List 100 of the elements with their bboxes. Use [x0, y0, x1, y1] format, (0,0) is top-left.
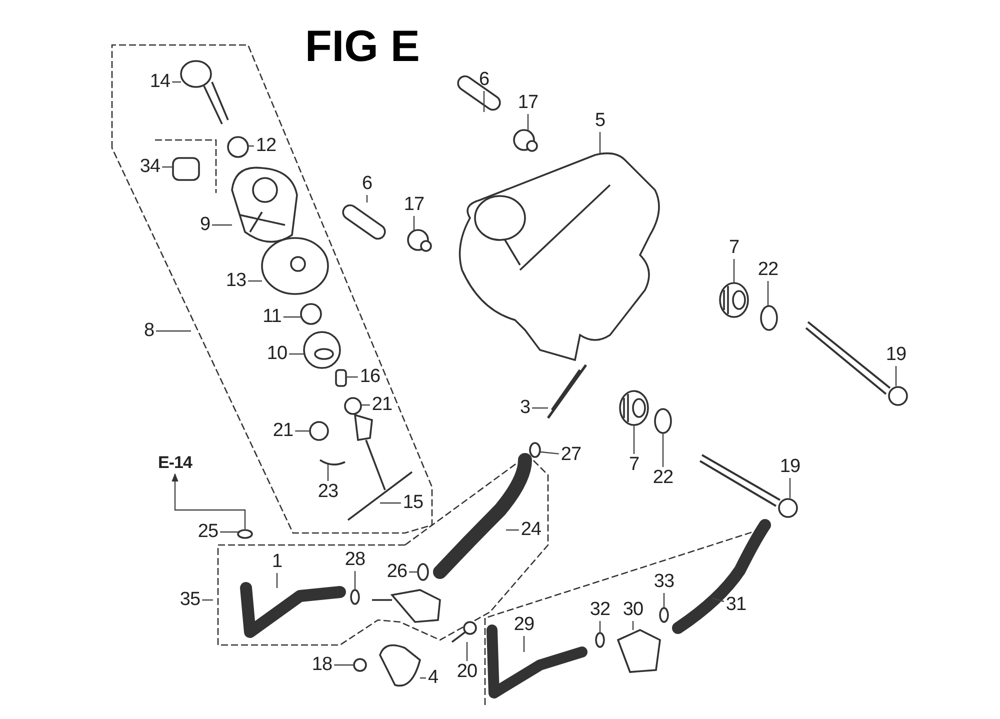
callout-number: 32 [590, 600, 610, 620]
fuel-valve-drawing [616, 629, 661, 673]
callout-number: 4 [428, 668, 438, 688]
leader-line [506, 529, 519, 531]
callout-number: 30 [622, 600, 644, 620]
leader-line [289, 353, 304, 355]
callout-number: 1 [272, 552, 282, 572]
leader-line [276, 573, 278, 588]
callout-number: 24 [520, 520, 542, 540]
spring-drawing [335, 369, 347, 387]
grommet-drawing [719, 282, 749, 318]
fuel-tank-drawing [458, 152, 660, 361]
grommet-drawing [513, 129, 538, 152]
hose-drawing [672, 519, 771, 634]
callout-number: 18 [312, 655, 332, 675]
leader-line [633, 425, 635, 454]
washer-drawing [309, 421, 329, 441]
washer-drawing [227, 136, 249, 158]
leader-line [409, 571, 418, 573]
leader-line [354, 571, 356, 590]
callout-number: 21 [272, 421, 294, 441]
clip-drawing [659, 607, 669, 623]
leader-line [327, 464, 329, 481]
leader-line [540, 451, 559, 454]
bolt-drawing [546, 364, 588, 420]
callout-number: 11 [262, 307, 282, 327]
grommet-drawing [407, 229, 432, 252]
clip-drawing [529, 442, 541, 458]
knob-drawing [180, 60, 229, 125]
callout-number: 25 [198, 522, 218, 542]
callout-number: 19 [886, 345, 906, 365]
callout-number: 23 [318, 482, 338, 502]
callout-number: 10 [266, 344, 288, 364]
leader-line [789, 478, 791, 498]
leader-line [295, 430, 310, 432]
leader-line [162, 166, 173, 168]
pad-drawing [172, 157, 200, 181]
hose-drawing [240, 582, 346, 638]
callout-number: 15 [402, 493, 424, 513]
nut-drawing [353, 658, 367, 672]
callout-number: 31 [726, 595, 746, 615]
clip-drawing [417, 563, 429, 581]
callout-number: 17 [518, 93, 538, 113]
callout-number: 26 [386, 562, 408, 582]
callout-number: 7 [728, 238, 740, 258]
leader-line [380, 502, 401, 504]
leader-line [420, 677, 426, 679]
leader-line [895, 366, 897, 386]
leader-line [212, 224, 232, 226]
leader-line [366, 195, 368, 202]
washer-drawing [344, 397, 362, 415]
leader-line [346, 376, 358, 378]
leader-line [662, 433, 664, 467]
callout-number: 33 [654, 572, 674, 592]
callout-number: 29 [514, 615, 534, 635]
leader-line [248, 280, 262, 282]
leader-line [599, 621, 601, 633]
leader-line [172, 81, 181, 83]
reference-label: E-14 [158, 453, 192, 473]
disc-drawing [261, 237, 329, 295]
leader-line [248, 145, 254, 147]
figure-title: FIG E [305, 22, 420, 72]
leader-line [334, 664, 354, 666]
leader-line [283, 316, 301, 318]
bolt-drawing [699, 454, 798, 518]
leader-line [712, 597, 724, 602]
callout-number: 16 [360, 367, 380, 387]
callout-number: 20 [456, 662, 478, 682]
clip-drawing [595, 632, 605, 648]
leader-line [527, 114, 529, 130]
callout-number: 3 [520, 398, 530, 418]
callout-number: 8 [144, 321, 154, 341]
leader-line [413, 216, 415, 230]
bracket-drawing [379, 644, 421, 687]
bolt-drawing [805, 321, 908, 406]
callout-number: 28 [344, 550, 366, 570]
leader-line [523, 636, 525, 652]
callout-number: 27 [560, 445, 582, 465]
callout-number: 17 [404, 195, 424, 215]
fuel-cap-drawing [231, 166, 298, 243]
callout-number: 13 [226, 271, 246, 291]
leader-line [202, 599, 213, 601]
callout-number: 9 [200, 215, 210, 235]
callout-number: 6 [362, 174, 372, 194]
leader-line [599, 132, 601, 154]
reference-arrow [172, 473, 246, 529]
callout-number: 22 [652, 468, 674, 488]
leader-line [361, 404, 370, 406]
leader-line [532, 407, 548, 409]
leader-line [466, 642, 468, 661]
leader-line [767, 281, 769, 306]
leader-line [632, 621, 634, 630]
callout-number: 14 [150, 72, 170, 92]
callout-number: 34 [140, 157, 160, 177]
callout-number: 21 [372, 395, 392, 415]
clip-drawing [350, 589, 360, 605]
callout-number: 6 [478, 70, 490, 90]
callout-number: 35 [180, 590, 200, 610]
leader-line [733, 259, 735, 283]
leader-line [483, 91, 485, 112]
